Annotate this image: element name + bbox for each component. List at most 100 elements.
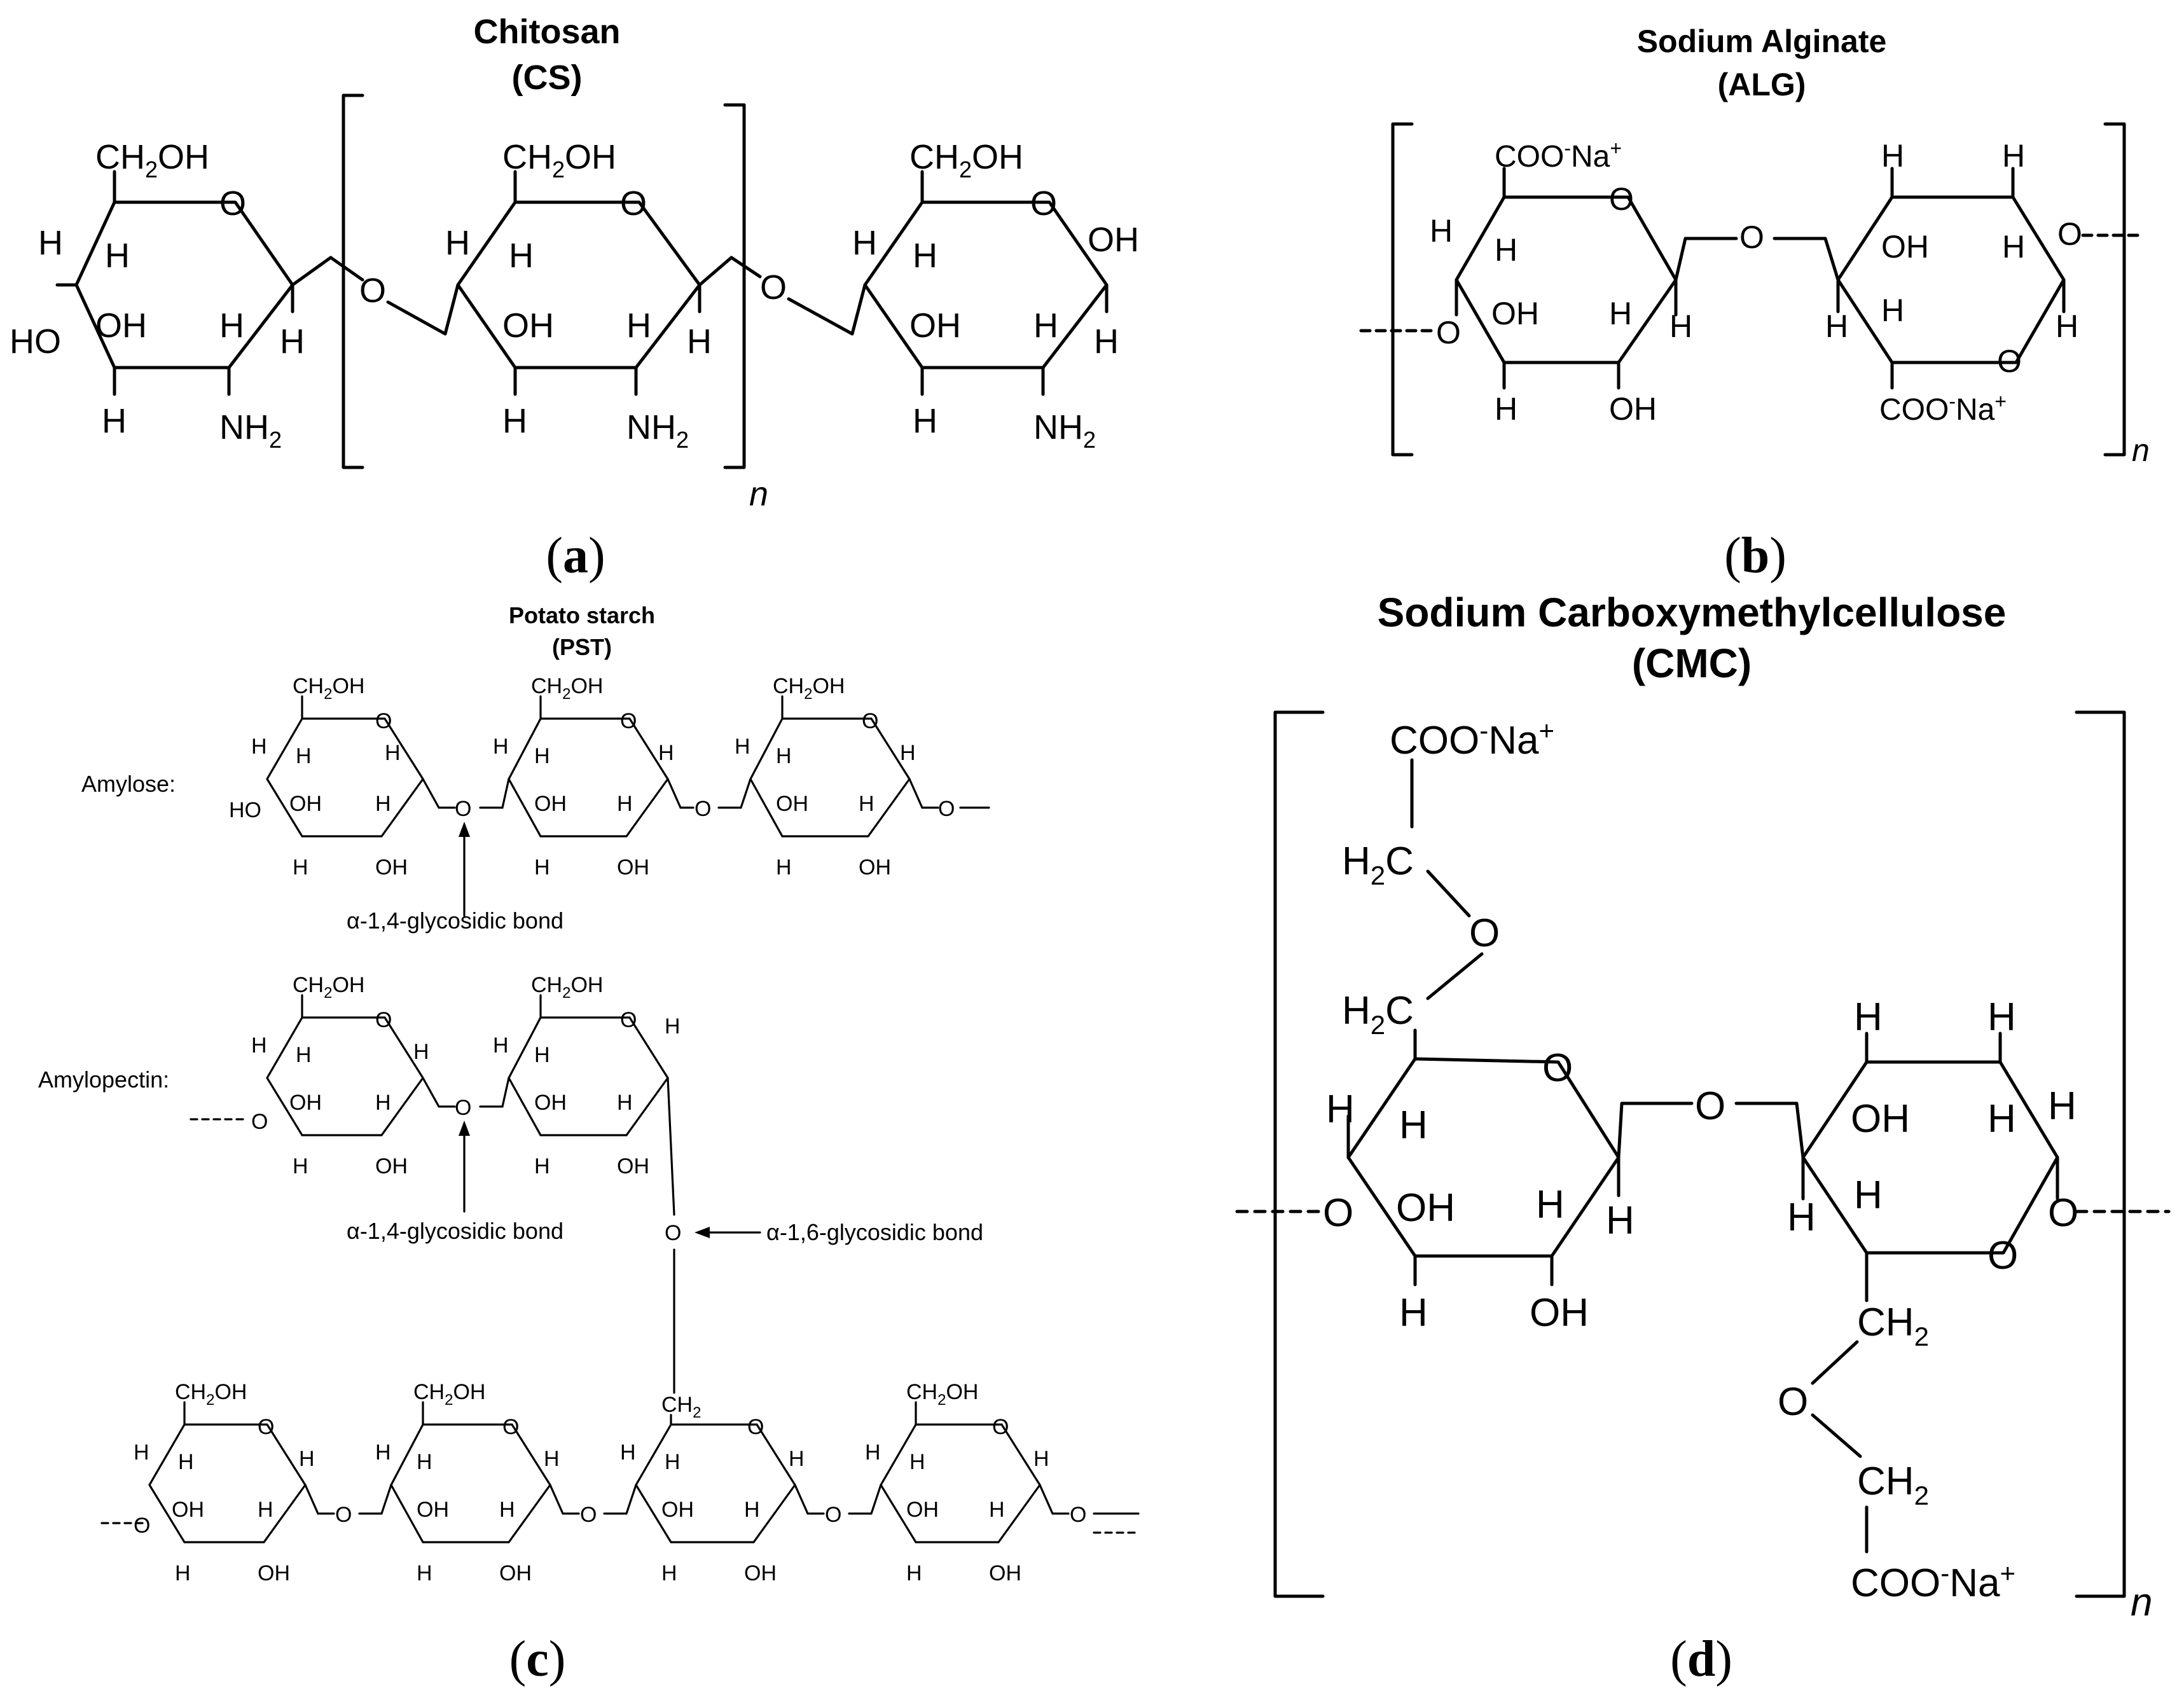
amylose-ring-3 [749,717,911,838]
h-label: H [776,744,792,768]
h-label: H [859,792,874,816]
oh-label: OH [661,1498,694,1522]
ch2oh-label: CH2OH [531,674,603,703]
oh-label: OH [1530,1291,1589,1335]
h-label: H [1606,1199,1635,1243]
ch2oh-label-1: CH2OH [95,138,209,183]
coo-na-label-1: COO-Na+ [1495,137,1622,174]
ring-o: O [258,1415,274,1439]
alg-bridge-o: O [1739,219,1764,255]
cmc-bridge-bond [1734,1101,1805,1159]
oh-label: OH [989,1561,1021,1585]
h-label: H [789,1447,805,1471]
h-label: H [1881,293,1904,328]
ch2oh-label: CH2OH [531,973,603,1002]
lower-link-1 [183,1401,392,1515]
h-label: H [665,1014,681,1039]
h-label: H [1787,1196,1816,1239]
ring-o: O [502,1415,519,1439]
h-label: H [296,1043,312,1067]
chain-o: O [134,1514,150,1538]
cmc-title: Sodium Carboxymethylcellulose [1378,590,2007,635]
cmc-ether-o-2: O [1778,1380,1808,1424]
h-label: H [493,735,509,759]
amylopectin-ring-2 [508,1016,669,1136]
h-label: H [658,741,674,765]
ch2oh-label: CH2OH [773,674,845,703]
h-label: H [293,1154,308,1178]
oh-label: OH [289,792,322,816]
cmc-ether-o-1: O [1469,911,1500,955]
chitosan-title: Chitosan [473,13,620,51]
h-label: H [906,1561,922,1585]
arrow-head [459,822,470,837]
ring-o-3: O [1030,184,1057,223]
h-label: H [744,1498,760,1522]
h-label: H [617,1091,633,1115]
h-label: H [178,1450,194,1474]
oh-label: OH [417,1498,449,1522]
h-label: H [375,1091,391,1115]
cmc-bracket-left [1273,710,1325,1598]
arrow-head [459,1121,470,1136]
h-label: H [534,855,550,880]
h-label: H [445,224,470,262]
lower-ring-3 [635,1423,796,1543]
amylose-ring-2 [508,717,669,838]
h-label: H [1033,307,1058,345]
ch2oh-label-2: CH2OH [502,138,616,183]
cmc-bridge-o: O [1695,1084,1725,1128]
h-label: H [534,744,550,768]
h-label: H [661,1561,677,1585]
h-label: H [776,855,792,880]
amylose-chain: CH2OH CH2OH CH2OH O O O O O O H H H HO O… [229,674,990,934]
amylose-link-1 [301,695,510,809]
h-label: H [687,322,712,361]
chitosan-ring-2 [456,200,702,369]
bridge-o: O [825,1503,841,1527]
h-label: H [175,1561,191,1585]
bracket-right [723,103,746,469]
oh-label: OH [172,1498,204,1522]
h-label: H [1399,1103,1428,1147]
ring-o-1: O [219,184,246,223]
h-label: H [534,1043,550,1067]
lower-ring-2 [390,1423,551,1543]
chitosan-ring-3-substituents [920,170,1109,396]
h-label: H [913,402,937,440]
ring-o: O [620,1008,637,1032]
amylose-link-3 [781,695,990,809]
panel-c-starch: Potato starch (PST) Amylose: Amylopectin… [38,602,1140,1687]
h-label: H [219,307,244,345]
amylose-link-2 [539,695,752,809]
h-label: H [1987,1097,2016,1141]
bridge-o-2: O [760,268,787,307]
branch-link [539,994,675,1394]
h-label: H [258,1498,273,1522]
cmc-ring-o-1: O [1542,1046,1573,1090]
bracket-left [342,93,364,469]
panel-b-alginate: Sodium Alginate (ALG) n COO-Na+ O H H O … [1359,24,2150,584]
arrow-head [695,1227,710,1238]
ch2-label: CH2 [661,1393,701,1421]
cmc-bond [1426,869,1484,1000]
oh-label: OH [859,855,891,880]
panel-label-c: (c) [509,1631,566,1687]
oh-label: OH [909,307,961,345]
ho-label: HO [229,798,261,822]
ring-o: O [747,1415,764,1439]
h-label: H [296,744,312,768]
lower-link-4 [915,1401,1140,1515]
lower-ring-1 [148,1423,307,1543]
h-label: H [502,402,527,440]
cmc-h2c-2: H2C [1342,989,1414,1040]
oh-label: OH [258,1561,290,1585]
h-label: H [2002,138,2025,174]
h-label: H [417,1450,432,1474]
h-label: H [105,237,130,275]
oh-label: OH [744,1561,777,1585]
h-label: H [620,1440,636,1465]
h-label: H [852,224,877,262]
h-label: H [665,1450,681,1474]
chitosan-abbr: (CS) [512,59,583,97]
